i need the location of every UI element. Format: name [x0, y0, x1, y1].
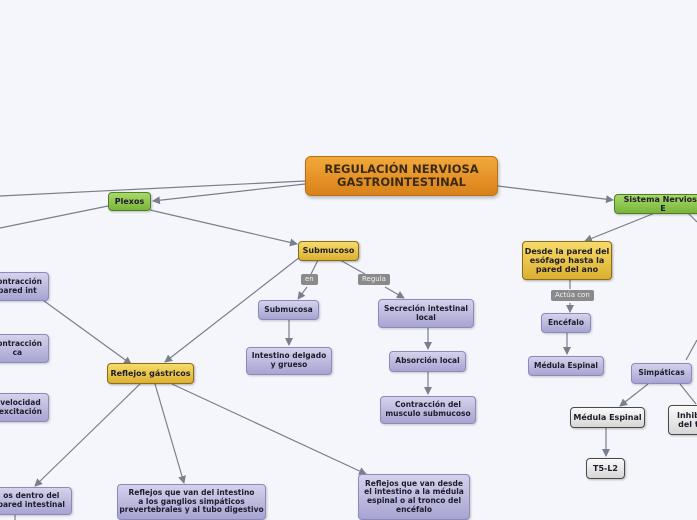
- node-left-4[interactable]: os dentro del pared intestinal: [0, 487, 72, 515]
- edge-offscreen-simpaticas: [685, 339, 697, 361]
- node-submucosa[interactable]: Submucosa: [258, 300, 319, 320]
- node-simpaticas[interactable]: Simpáticas: [631, 363, 692, 384]
- node-reflejos-ganglios[interactable]: Reflejos que van del intestino a los gan…: [117, 484, 266, 520]
- node-desde-pared[interactable]: Desde la pared del esófago hasta la pare…: [522, 241, 612, 280]
- node-t5-l2[interactable]: T5-L2: [586, 458, 625, 479]
- edge-reflejos-ganglios: [154, 383, 186, 484]
- edge-reflejos-medula: [171, 383, 367, 475]
- node-intestino-delgado[interactable]: Intestino delgado y grueso: [246, 347, 332, 375]
- edge-sistema-desde: [584, 212, 656, 243]
- node-inhib[interactable]: Inhib del t: [668, 405, 697, 435]
- edge-simpaticas-medula2: [619, 383, 649, 407]
- edge-submucoso-en: [310, 259, 319, 275]
- node-left-3[interactable]: velocidad excitación: [0, 393, 49, 422]
- node-secrecion-intestinal[interactable]: Secreción intestinal local: [378, 299, 474, 328]
- node-submucoso[interactable]: Submucoso: [298, 241, 359, 261]
- node-encefalo[interactable]: Encéfalo: [541, 313, 591, 333]
- edge-en-submucosa: [297, 286, 308, 300]
- edge-sistema-offscreen: [687, 212, 697, 223]
- node-contraccion-musculo[interactable]: Contracción del musculo submucoso: [380, 396, 476, 424]
- edge-left1-reflejos: [39, 297, 132, 365]
- connector-actua-con: Actúa con: [551, 290, 594, 301]
- edge-submucoso-reflejos: [164, 256, 301, 363]
- edge-regula-secrecion: [384, 286, 405, 299]
- connector-en: en: [301, 274, 318, 285]
- connector-regula: Regula: [358, 274, 390, 285]
- edge-plexos-offscreen: [0, 205, 109, 229]
- edge-simpaticas-inhib: [679, 383, 697, 405]
- edge-root-offscreen-left: [0, 180, 306, 197]
- edge-root-sistema: [497, 185, 614, 204]
- node-sistema-nervioso[interactable]: Sistema Nervioso E: [614, 194, 697, 214]
- node-left-2[interactable]: contracción ca: [0, 334, 49, 363]
- node-plexos[interactable]: Plexos: [108, 192, 151, 211]
- edge-reflejos-left4: [34, 383, 141, 487]
- edge-submucoso-regula: [339, 259, 366, 275]
- node-left-1[interactable]: contracción pared int: [0, 272, 49, 301]
- edge-plexos-submucoso: [149, 209, 298, 247]
- edge-root-plexos: [152, 183, 306, 205]
- node-reflejos-medula[interactable]: Reflejos que van desde el intestino a la…: [358, 474, 470, 520]
- node-absorcion-local[interactable]: Absorción local: [389, 351, 466, 372]
- node-reflejos-gastricos[interactable]: Reflejos gástricos: [107, 363, 194, 384]
- node-medula-espinal-2[interactable]: Médula Espinal: [570, 407, 645, 428]
- root-node[interactable]: REGULACIÓN NERVIOSA GASTROINTESTINAL: [305, 156, 498, 196]
- node-medula-espinal[interactable]: Médula Espinal: [528, 356, 604, 376]
